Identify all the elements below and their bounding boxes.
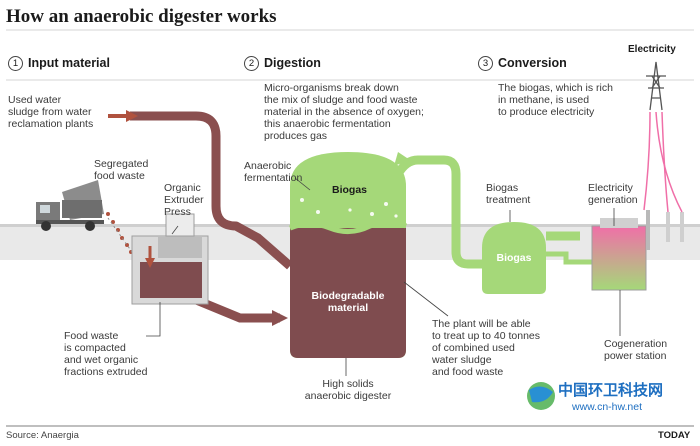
- footer-source: Source: Anaergia: [6, 430, 79, 441]
- label-anaerobic-fermentation: Anaerobic fermentation: [244, 160, 303, 184]
- label-conversion-desc: The biogas, which is rich in methane, is…: [498, 82, 613, 118]
- section-number: 3: [478, 56, 493, 71]
- label-food-waste-compacted: Food waste is compacted and wet organic …: [64, 330, 148, 378]
- label-organic-press: Organic Extruder Press: [164, 182, 204, 218]
- sludge-pipe: [130, 111, 293, 270]
- sludge-arrow: [126, 110, 138, 122]
- pylon-icon: [646, 61, 666, 111]
- label-biogas-tank: Biogas: [496, 252, 532, 264]
- section-number: 2: [244, 56, 259, 71]
- label-biodegradable: Biodegradable material: [311, 290, 385, 314]
- digester-tank: [289, 152, 408, 358]
- label-biogas-treatment: Biogas treatment: [486, 182, 531, 206]
- biogas-pipe: [380, 155, 486, 269]
- label-electricity: Electricity: [628, 44, 676, 55]
- watermark-logo: [527, 382, 555, 410]
- watermark-url: www.cn-hw.net: [572, 401, 643, 413]
- label-biogas-top: Biogas: [332, 184, 368, 196]
- label-used-water: Used water sludge from water reclamation…: [8, 94, 94, 130]
- truck-icon: [36, 180, 104, 231]
- label-plant-capacity: The plant will be able to treat up to 40…: [432, 318, 540, 378]
- label-digestion-desc: Micro-organisms break down the mix of sl…: [264, 82, 424, 142]
- gas-bubbles: [300, 198, 398, 218]
- biogas-tank: [482, 222, 546, 294]
- label-segregated: Segregated food waste: [94, 158, 149, 182]
- page-title: How an anaerobic digester works: [6, 6, 277, 27]
- section-number: 1: [8, 56, 23, 71]
- generator: [591, 210, 684, 291]
- leader-lines: [146, 177, 621, 376]
- footer-brand: TODAY: [658, 430, 691, 441]
- label-cogeneration: Cogeneration power station: [604, 338, 668, 362]
- watermark-name: 中国环卫科技网: [558, 382, 664, 399]
- label-high-solids: High solids anaerobic digester: [304, 378, 392, 402]
- label-electricity-generation: Electricity generation: [588, 182, 638, 206]
- extruder-press: [131, 213, 209, 305]
